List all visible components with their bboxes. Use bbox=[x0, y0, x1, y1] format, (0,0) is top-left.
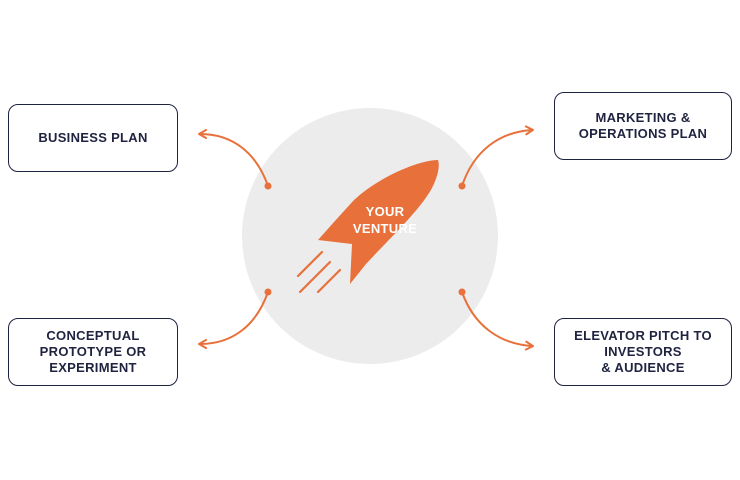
dot-prototype bbox=[264, 288, 272, 296]
rocket-icon bbox=[318, 160, 439, 284]
rocket-motion-lines bbox=[296, 250, 342, 294]
node-elevator-pitch-label: ELEVATOR PITCH TO INVESTORS & AUDIENCE bbox=[574, 328, 712, 375]
arrow-to-pitch bbox=[461, 291, 534, 351]
arrow-to-business-plan bbox=[198, 129, 269, 187]
node-conceptual-prototype: CONCEPTUAL PROTOTYPE OR EXPERIMENT bbox=[8, 318, 178, 386]
arrow-to-marketing-plan bbox=[461, 125, 534, 187]
node-conceptual-prototype-label: CONCEPTUAL PROTOTYPE OR EXPERIMENT bbox=[39, 328, 147, 375]
dot-pitch bbox=[458, 288, 466, 296]
node-marketing-operations-plan-label: MARKETING & OPERATIONS PLAN bbox=[578, 110, 708, 141]
node-marketing-operations-plan: MARKETING & OPERATIONS PLAN bbox=[554, 92, 732, 160]
arrow-to-prototype bbox=[198, 291, 269, 349]
node-business-plan: BUSINESS PLAN bbox=[8, 104, 178, 172]
center-label: YOUR VENTURE bbox=[352, 204, 418, 236]
dot-business bbox=[264, 182, 272, 190]
dot-marketing bbox=[458, 182, 466, 190]
node-business-plan-label: BUSINESS PLAN bbox=[38, 130, 148, 145]
node-elevator-pitch: ELEVATOR PITCH TO INVESTORS & AUDIENCE bbox=[554, 318, 732, 386]
